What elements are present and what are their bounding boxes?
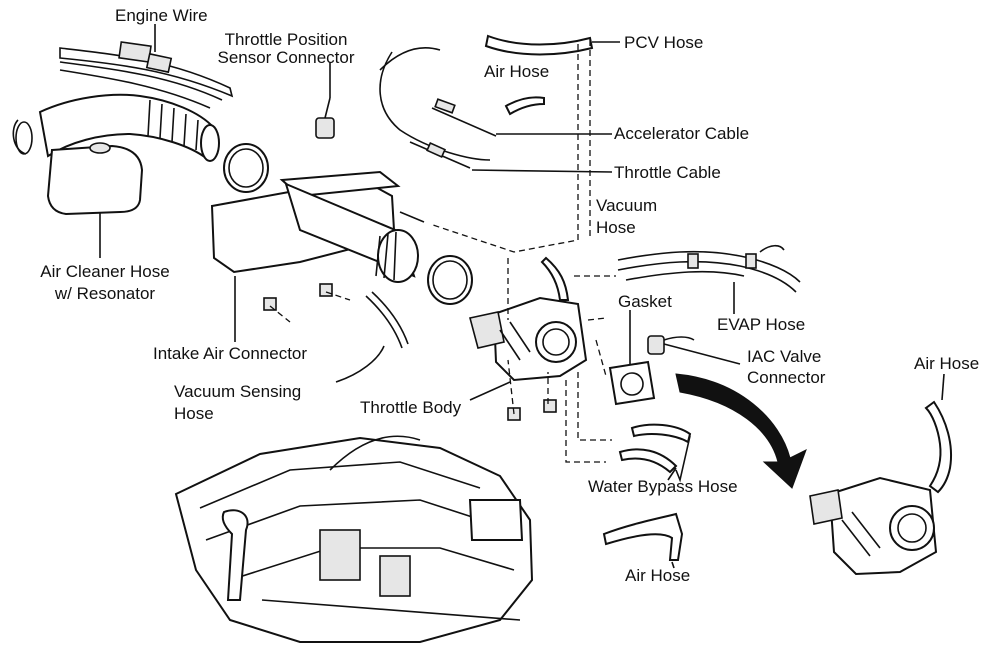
label-iac-valve-line1: IAC Valve bbox=[747, 347, 822, 366]
throttle-body-part bbox=[469, 256, 588, 382]
pcv-hose-part bbox=[484, 34, 594, 56]
label-air-cleaner-hose-line2: w/ Resonator bbox=[54, 284, 156, 303]
label-gasket: Gasket bbox=[618, 292, 672, 311]
label-air-hose-bottom: Air Hose bbox=[625, 566, 691, 585]
label-air-cleaner-hose-line1: Air Cleaner Hose bbox=[40, 262, 170, 281]
label-throttle-body: Throttle Body bbox=[360, 398, 462, 417]
label-air-hose-right: Air Hose bbox=[914, 354, 980, 373]
hose-clamp-lower bbox=[427, 255, 473, 305]
engine-block bbox=[174, 435, 534, 643]
label-throttle-cable: Throttle Cable bbox=[614, 163, 721, 182]
leader-lines bbox=[99, 24, 945, 569]
label-vacuum-hose-line2: Hose bbox=[596, 218, 636, 237]
label-accelerator-cable: Accelerator Cable bbox=[614, 124, 750, 143]
water-bypass-hoses-part bbox=[618, 423, 692, 474]
gasket-part bbox=[608, 360, 656, 406]
label-vacuum-hose-line1: Vacuum bbox=[596, 196, 658, 215]
evap-vacuum-hoses-part bbox=[617, 244, 801, 293]
label-tps-connector-line2: Sensor Connector bbox=[217, 48, 355, 67]
air-hose-right-part bbox=[924, 400, 952, 494]
intake-air-connector-part bbox=[210, 170, 425, 283]
assembly-dashed-lines bbox=[269, 40, 616, 463]
label-tps-connector-line1: Throttle Position bbox=[224, 30, 348, 49]
direction-arrow bbox=[675, 373, 807, 489]
air-hose-top-part bbox=[504, 96, 545, 116]
air-hose-bottom-part bbox=[602, 512, 684, 561]
engine-wire-harness bbox=[59, 41, 234, 109]
label-air-hose-top: Air Hose bbox=[484, 62, 550, 81]
vacuum-sensing-hose-part bbox=[365, 295, 403, 349]
assembled-throttle-body bbox=[809, 476, 938, 576]
label-vacuum-sensing-line1: Vacuum Sensing bbox=[174, 382, 302, 401]
hose-clamp-upper bbox=[223, 143, 269, 193]
label-water-bypass-hose: Water Bypass Hose bbox=[588, 477, 738, 496]
label-vacuum-sensing-line2: Hose bbox=[174, 404, 214, 423]
tps-connector-part bbox=[315, 97, 335, 139]
cables-part bbox=[379, 47, 497, 169]
label-iac-valve-line2: Connector bbox=[747, 368, 826, 387]
iac-connector-part bbox=[647, 335, 695, 355]
label-pcv-hose: PCV Hose bbox=[624, 33, 704, 52]
label-evap-hose: EVAP Hose bbox=[717, 315, 806, 334]
air-cleaner-hose bbox=[12, 93, 220, 216]
bolts bbox=[263, 283, 557, 421]
label-intake-air-connector: Intake Air Connector bbox=[153, 344, 308, 363]
label-engine-wire: Engine Wire bbox=[115, 6, 208, 25]
